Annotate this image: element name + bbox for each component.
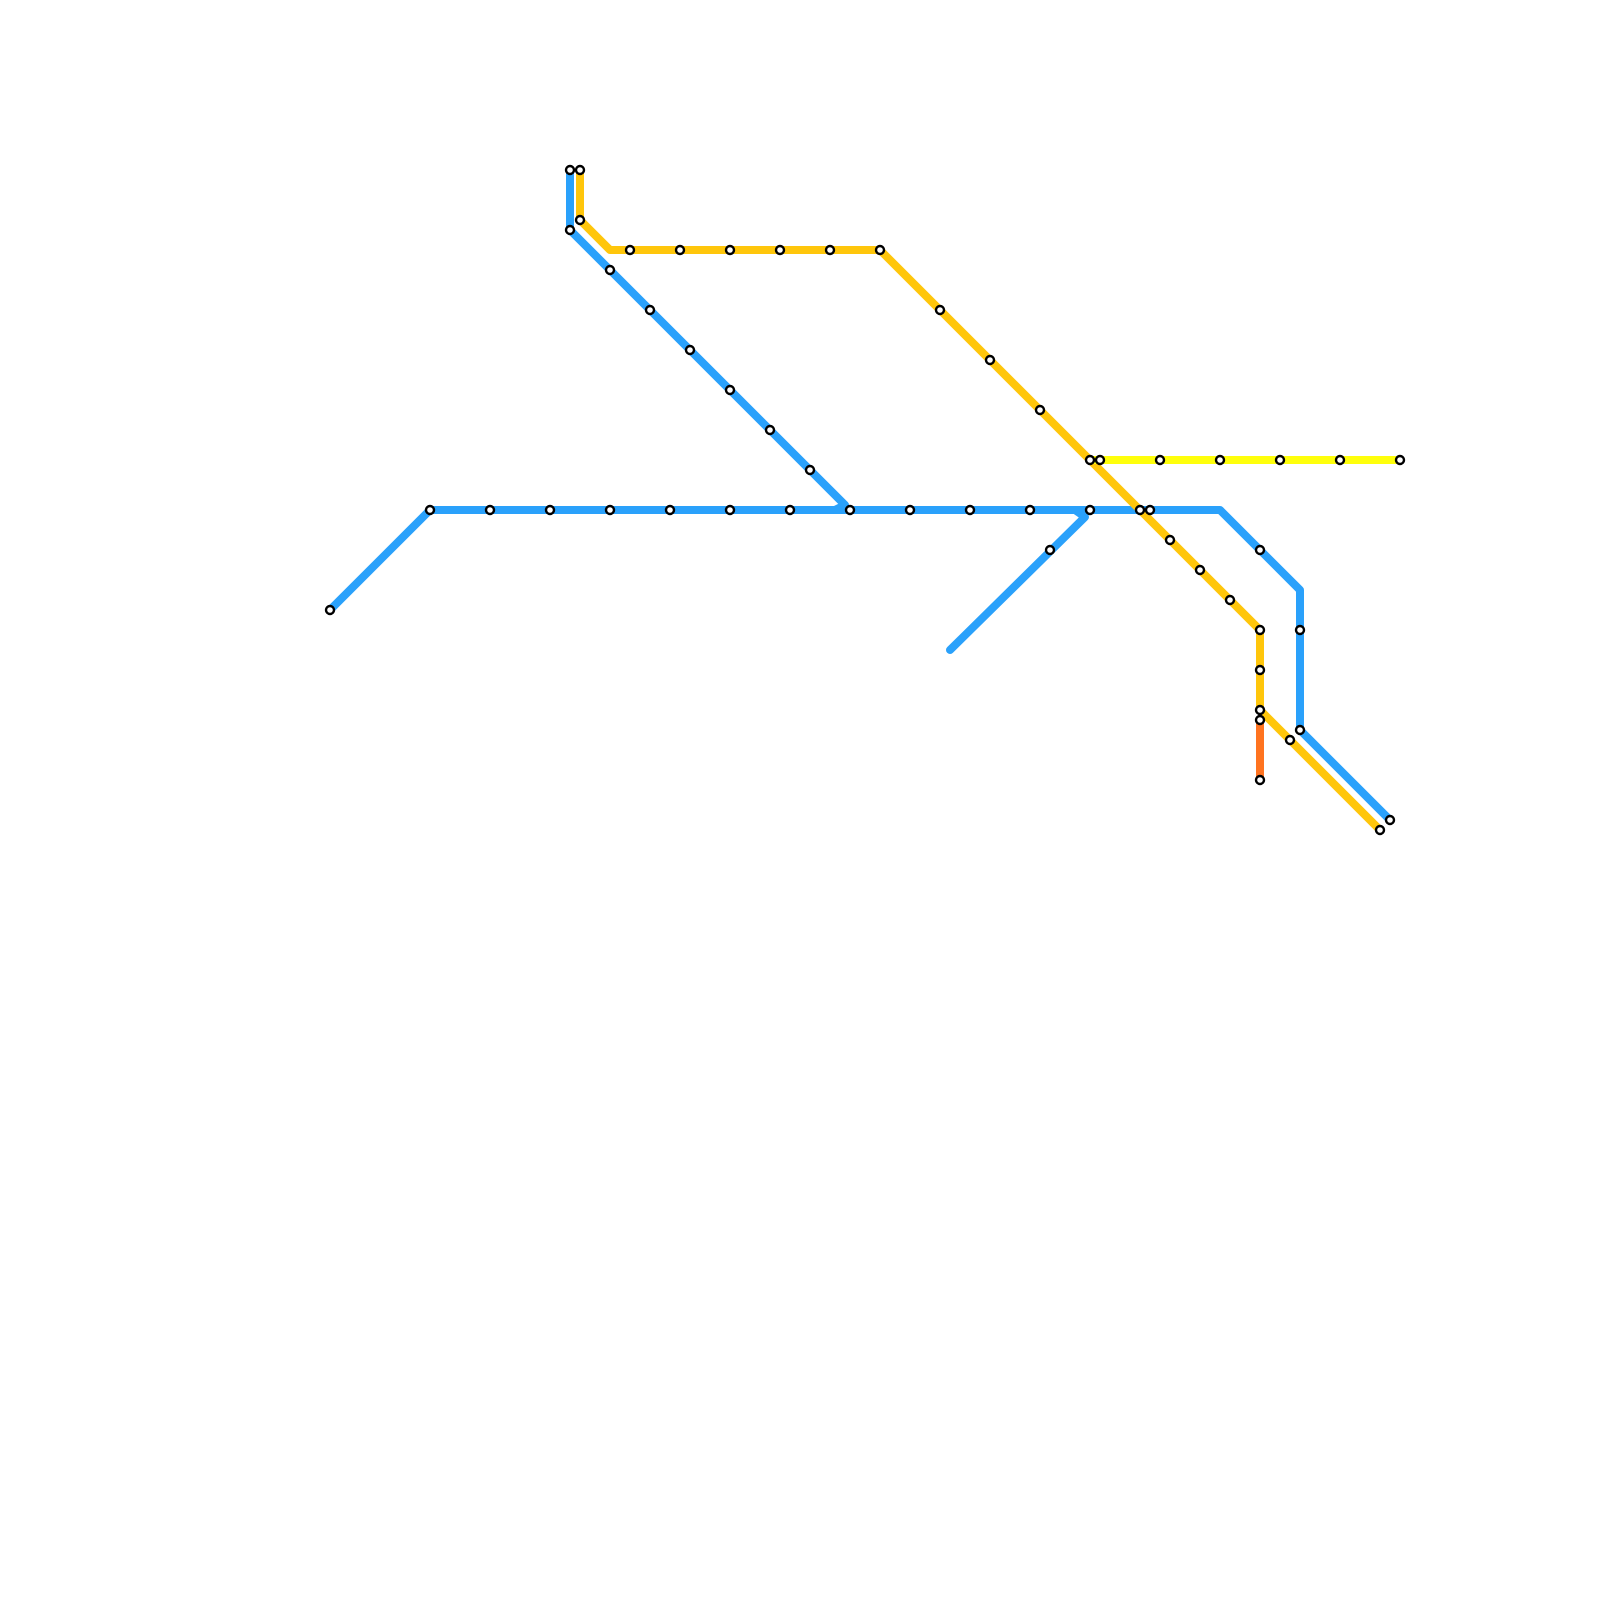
station-marker[interactable] — [774, 244, 786, 256]
station-marker[interactable] — [674, 244, 686, 256]
station-marker[interactable] — [1254, 544, 1266, 556]
station-marker[interactable] — [1254, 714, 1266, 726]
station-marker[interactable] — [664, 504, 676, 516]
station-marker[interactable] — [624, 244, 636, 256]
blue-line-main — [326, 506, 1394, 824]
station-marker[interactable] — [564, 164, 576, 176]
station-marker[interactable] — [1394, 454, 1406, 466]
station-marker[interactable] — [964, 504, 976, 516]
station-marker[interactable] — [1254, 624, 1266, 636]
station-marker[interactable] — [1374, 824, 1386, 836]
station-marker[interactable] — [904, 504, 916, 516]
station-marker[interactable] — [874, 244, 886, 256]
station-marker[interactable] — [1254, 704, 1266, 716]
station-marker[interactable] — [1034, 404, 1046, 416]
station-marker[interactable] — [1154, 454, 1166, 466]
station-marker[interactable] — [1214, 454, 1226, 466]
station-marker[interactable] — [1284, 734, 1296, 746]
station-marker[interactable] — [724, 244, 736, 256]
station-marker[interactable] — [1194, 564, 1206, 576]
blue-line-diagonal-branch — [566, 166, 849, 514]
station-marker[interactable] — [1224, 594, 1236, 606]
station-marker[interactable] — [934, 304, 946, 316]
station-marker[interactable] — [324, 604, 336, 616]
station-marker[interactable] — [564, 224, 576, 236]
station-marker[interactable] — [1084, 454, 1096, 466]
station-marker[interactable] — [604, 504, 616, 516]
station-marker[interactable] — [1134, 504, 1146, 516]
station-marker[interactable] — [574, 214, 586, 226]
station-marker[interactable] — [1044, 544, 1056, 556]
station-marker[interactable] — [684, 344, 696, 356]
station-marker[interactable] — [424, 504, 436, 516]
station-marker[interactable] — [824, 244, 836, 256]
station-marker[interactable] — [1334, 454, 1346, 466]
station-layer — [324, 164, 1406, 836]
station-marker[interactable] — [604, 264, 616, 276]
station-marker[interactable] — [764, 424, 776, 436]
station-marker[interactable] — [1094, 454, 1106, 466]
station-marker[interactable] — [724, 384, 736, 396]
station-marker[interactable] — [1294, 724, 1306, 736]
station-marker[interactable] — [1024, 504, 1036, 516]
station-marker[interactable] — [1164, 534, 1176, 546]
station-marker[interactable] — [784, 504, 796, 516]
station-marker[interactable] — [1254, 664, 1266, 676]
station-marker[interactable] — [724, 504, 736, 516]
station-marker[interactable] — [484, 504, 496, 516]
station-marker[interactable] — [644, 304, 656, 316]
station-marker[interactable] — [544, 504, 556, 516]
station-marker[interactable] — [984, 354, 996, 366]
station-marker[interactable] — [844, 504, 856, 516]
station-marker[interactable] — [1084, 504, 1096, 516]
station-marker[interactable] — [1254, 774, 1266, 786]
station-marker[interactable] — [1294, 624, 1306, 636]
station-marker[interactable] — [574, 164, 586, 176]
blue-line-southeast-spur — [946, 506, 1089, 654]
station-marker[interactable] — [1274, 454, 1286, 466]
route-layer — [326, 166, 1404, 834]
station-marker[interactable] — [1144, 504, 1156, 516]
station-marker[interactable] — [1384, 814, 1396, 826]
station-marker[interactable] — [804, 464, 816, 476]
